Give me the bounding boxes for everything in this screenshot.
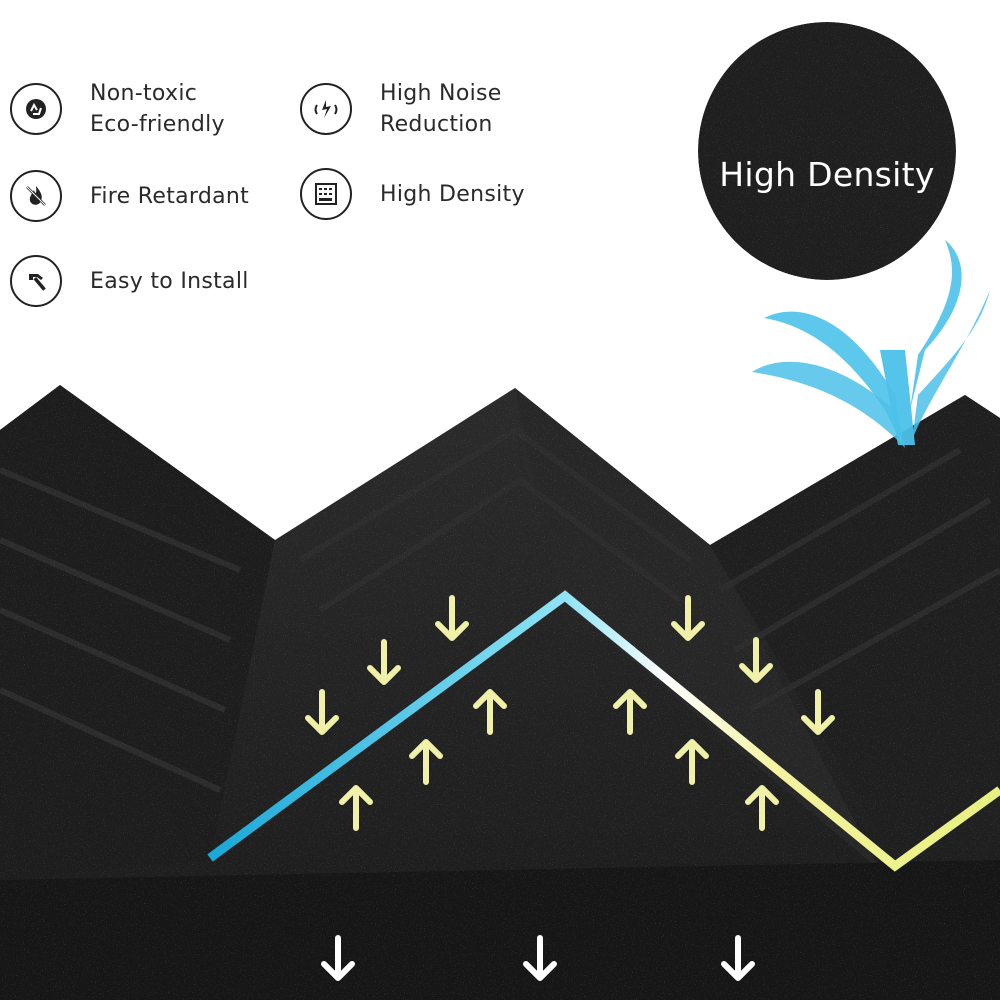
hammer-icon	[10, 255, 62, 307]
arrow-down-icon	[801, 689, 835, 735]
arrow-down-icon	[305, 689, 339, 735]
high-density-badge: High Density	[698, 22, 956, 280]
feature-label-line: Non-toxic	[90, 81, 198, 106]
arrow-down-icon	[671, 595, 705, 641]
arrow-down-icon	[435, 595, 469, 641]
feature-label-line: Fire Retardant	[90, 183, 250, 209]
feature-easy-install: Easy to Install	[10, 255, 249, 307]
dense-grid-icon	[300, 168, 352, 220]
feature-label-line: Reduction	[380, 112, 493, 137]
arrow-down-icon	[523, 935, 557, 981]
recycle-icon	[10, 83, 62, 135]
arrow-down-icon	[739, 637, 773, 683]
sound-wave-icon	[300, 83, 352, 135]
arrow-up-icon	[613, 689, 647, 735]
feature-label: Fire Retardant	[90, 181, 249, 212]
feature-label-line: Eco-friendly	[90, 112, 225, 137]
feature-label-line: High Noise	[380, 81, 502, 106]
foam-texture	[0, 385, 1000, 1000]
incoming-sound-icon	[752, 240, 990, 448]
arrow-up-icon	[745, 785, 779, 831]
arrow-up-icon	[675, 739, 709, 785]
arrow-down-icon	[721, 935, 755, 981]
feature-label-line: Easy to Install	[90, 268, 249, 294]
arrow-up-icon	[339, 785, 373, 831]
feature-fire-retardant: Fire Retardant	[10, 170, 249, 222]
arrow-down-icon	[321, 935, 355, 981]
feature-label: High Density	[380, 179, 525, 210]
arrow-up-icon	[473, 689, 507, 735]
feature-label: Easy to Install	[90, 266, 249, 297]
feature-label-line: High Density	[380, 181, 525, 207]
feature-high-density: High Density	[300, 168, 525, 220]
sound-wave-line	[207, 590, 1000, 872]
badge-label: High Density	[719, 155, 935, 194]
no-fire-icon	[10, 170, 62, 222]
arrow-down-icon	[367, 639, 401, 685]
arrow-up-icon	[409, 739, 443, 785]
